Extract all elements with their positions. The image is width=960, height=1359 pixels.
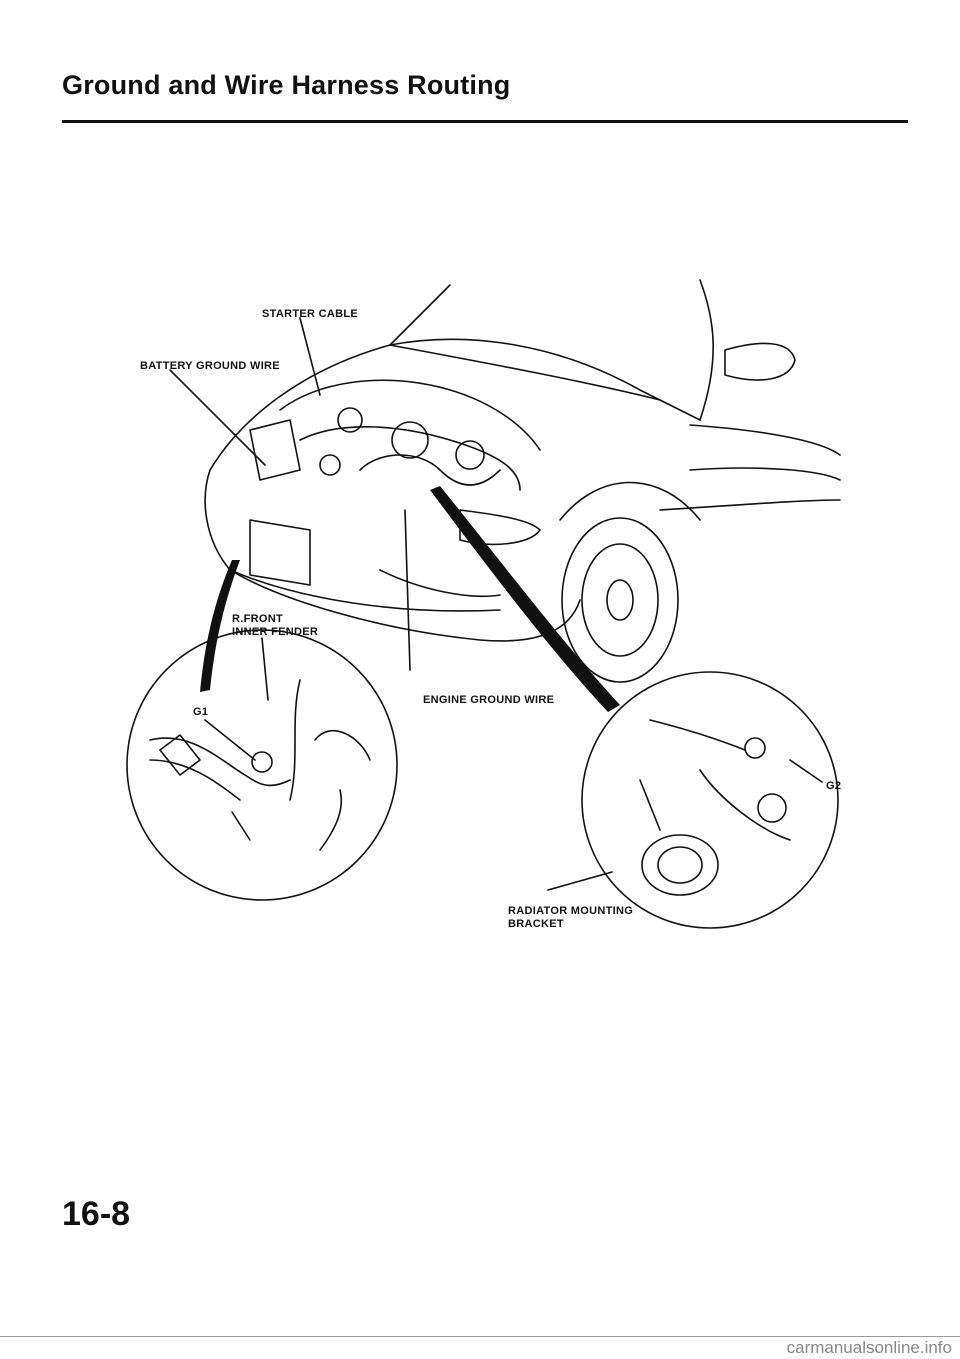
label-g1: G1 [193,706,209,718]
label-starter-cable: STARTER CABLE [262,308,358,320]
car-roof-line [699,279,714,421]
detail-circle-g2 [581,671,839,929]
pointer-wedge-g2 [430,486,620,712]
car-side-line [689,424,841,456]
side-mirror [724,342,796,381]
label-battery-ground-wire: BATTERY GROUND WIRE [140,360,280,372]
label-r-front: R.FRONT [232,613,283,625]
watermark: carmanualsonline.info [786,1338,952,1357]
car-hood-outline [209,338,701,471]
footer-bar [0,1336,960,1359]
label-inner-fender: INNER FENDER [232,626,319,638]
label-bracket: BRACKET [508,918,564,930]
front-wheel [561,517,679,683]
page-number: 16-8 [62,1195,131,1233]
title-rule [62,120,908,123]
label-engine-ground-wire: ENGINE GROUND WIRE [423,694,555,706]
page-title: Ground and Wire Harness Routing [62,70,511,100]
label-radiator-mounting: RADIATOR MOUNTING [508,905,634,917]
pointer-wedge-g1 [200,560,240,692]
label-g2: G2 [826,780,842,792]
detail-circle-g1 [126,629,398,901]
